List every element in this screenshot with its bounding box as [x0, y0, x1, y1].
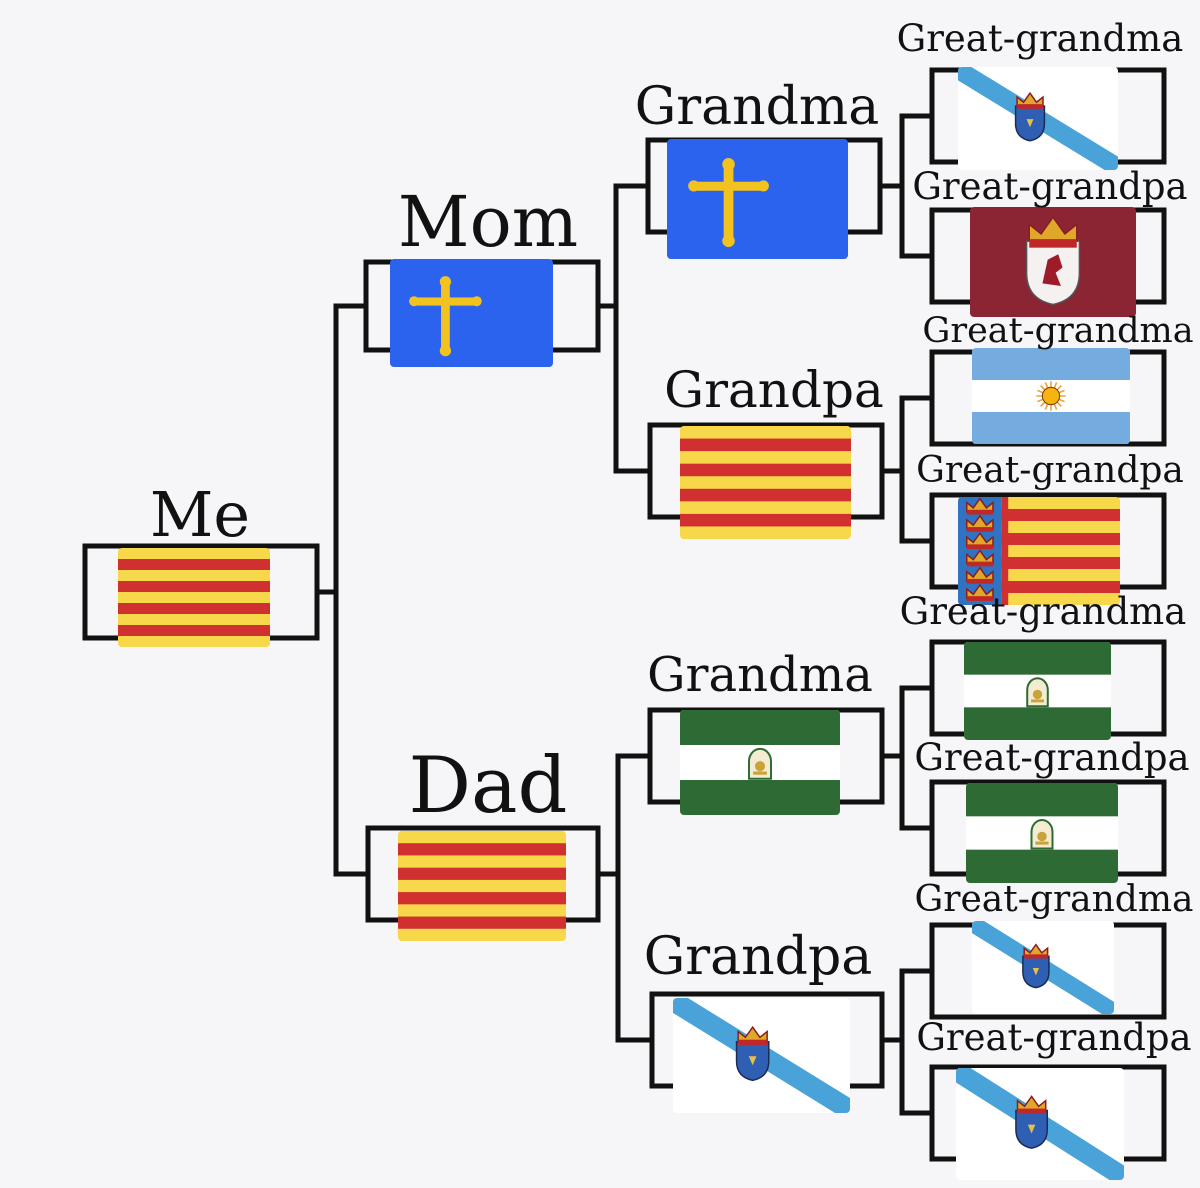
person-label: Great-grandpa	[916, 1016, 1191, 1059]
person-label: Great-grandma	[897, 17, 1184, 60]
person-label: Great-grandma	[922, 311, 1193, 351]
connector-bracket	[333, 303, 368, 877]
flag-galicia	[956, 1068, 1124, 1180]
flag-catalonia	[398, 831, 566, 941]
person-label: Great-grandpa	[912, 165, 1187, 208]
person-node-dad: Dad	[365, 741, 601, 941]
flag-asturias	[667, 139, 848, 259]
person-label: Grandma	[647, 647, 873, 703]
person-node-ggm-4: Great-grandma	[915, 879, 1194, 1020]
person-node-ggm-1: Great-grandma	[897, 17, 1184, 170]
person-label: Great-grandpa	[914, 736, 1189, 779]
tree-connectors	[317, 113, 932, 1116]
person-label: Grandma	[635, 77, 880, 137]
person-label: Grandpa	[644, 927, 872, 987]
flag-galicia	[958, 67, 1118, 170]
connector-bracket	[613, 183, 650, 474]
person-node-ggp-3: Great-grandpa	[914, 736, 1190, 883]
connector-bracket	[899, 685, 932, 831]
person-node-dad-grandma: Grandma	[647, 647, 885, 815]
connector-bracket	[899, 113, 932, 259]
flag-valencia	[958, 497, 1120, 605]
person-node-dad-grandpa: Grandpa	[644, 927, 885, 1113]
person-node-ggp-1: Great-grandpa	[912, 165, 1188, 317]
person-label: Me	[150, 478, 250, 551]
person-label: Great-grandma	[900, 590, 1187, 633]
flag-catalonia	[680, 426, 851, 539]
person-label: Great-grandpa	[916, 450, 1184, 491]
person-node-me: Me	[82, 478, 320, 647]
person-node-ggm-3: Great-grandma	[900, 590, 1187, 740]
person-label: Great-grandma	[915, 879, 1194, 920]
person-node-ggm-2: Great-grandma	[922, 311, 1194, 447]
flag-galicia	[673, 998, 850, 1113]
flag-galicia	[972, 921, 1114, 1014]
connector-bracket	[899, 395, 932, 544]
person-node-mom-grandpa: Grandpa	[647, 361, 885, 539]
flag-leon	[970, 207, 1136, 317]
flag-andalusia	[966, 783, 1118, 883]
person-node-mom: Mom	[363, 181, 601, 367]
connector-bracket	[615, 753, 652, 1043]
flag-catalonia	[118, 548, 270, 647]
person-label: Mom	[398, 181, 578, 263]
person-label: Grandpa	[664, 361, 884, 419]
person-node-mom-grandma: Grandma	[635, 77, 883, 259]
connector-bracket	[899, 968, 932, 1116]
flag-argentina	[972, 348, 1130, 444]
person-label: Dad	[409, 741, 568, 831]
flag-andalusia	[964, 642, 1111, 740]
flag-asturias	[390, 259, 553, 367]
person-node-ggp-4: Great-grandpa	[916, 1016, 1192, 1180]
flag-andalusia	[680, 710, 840, 815]
person-node-ggp-2: Great-grandpa	[916, 450, 1184, 605]
